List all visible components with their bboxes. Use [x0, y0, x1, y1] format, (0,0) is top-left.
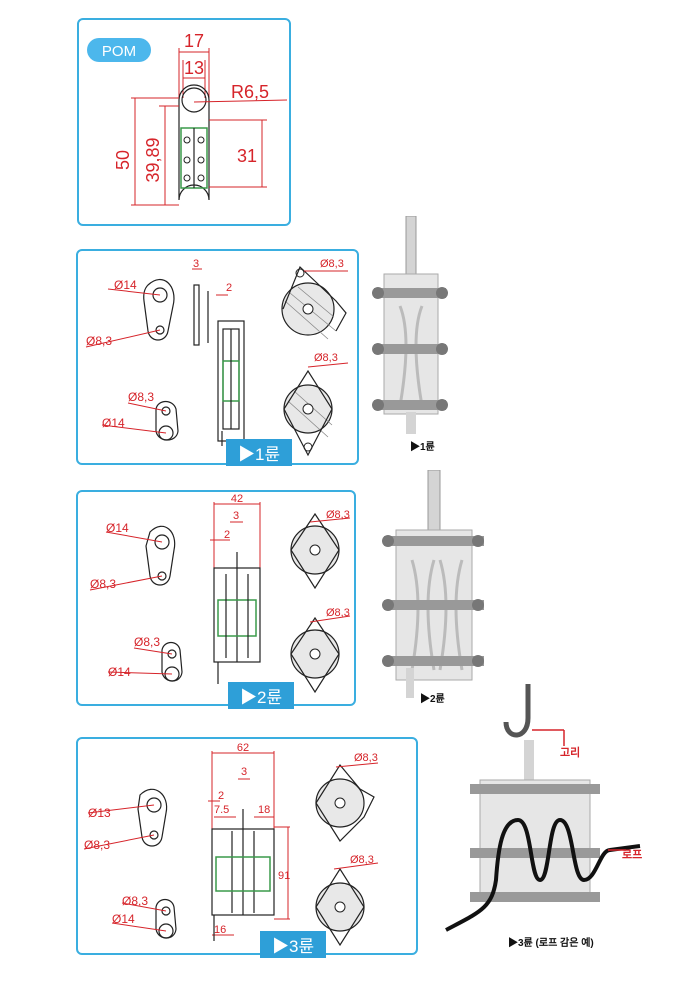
p3-dim-d83d: Ø8,3 [350, 854, 374, 866]
p1-dim-d14a: Ø14 [114, 278, 137, 292]
p3-dim-d13: Ø13 [88, 806, 111, 820]
p2-dim-42: 42 [231, 493, 243, 505]
pom-panel: POM 17 13 R6,5 50 39,89 31 [77, 18, 291, 226]
p2-dim-d83b: Ø8,3 [134, 635, 160, 649]
panel-2-wheel: Ø14 Ø8,3 Ø8,3 Ø14 42 3 2 Ø8,3 Ø8,3 ▶2륜 [76, 490, 356, 709]
p1-dim-d83b: Ø8,3 [128, 390, 154, 404]
rope [445, 817, 641, 932]
dim-17: 17 [184, 31, 204, 51]
p1-dim-d83c: Ø8,3 [320, 258, 344, 270]
rope-label: 로프 [622, 849, 643, 861]
p1-dim-d83a: Ø8,3 [86, 334, 112, 348]
photo-2-caption: ▶2륜 [420, 694, 445, 705]
hook-label: 고리 [560, 747, 581, 759]
pom-badge-bg [87, 38, 151, 62]
p1-dim-3: 3 [193, 258, 199, 270]
side-plate-small [155, 400, 179, 441]
panel-1-wheel: Ø14 Ø8,3 3 2 Ø8,3 Ø14 Ø8,3 Ø8,3 [76, 249, 359, 466]
p1-dim-d14b: Ø14 [102, 416, 125, 430]
p3-dim-2: 2 [218, 790, 224, 802]
p2-dim-2: 2 [224, 529, 230, 541]
p3-dim-d14: Ø14 [112, 912, 135, 926]
p3-dim-d83b: Ø8,3 [122, 894, 148, 908]
panel-3-label: ▶3륜 [260, 931, 327, 958]
p2-dim-d83c: Ø8,3 [326, 509, 350, 521]
panel-1-label: ▶1륜 [226, 439, 293, 466]
p2-dim-3: 3 [233, 510, 239, 522]
dim-31: 31 [237, 146, 257, 166]
panel-2-drawing: Ø14 Ø8,3 Ø8,3 Ø14 42 3 2 Ø8,3 Ø8,3 [89, 493, 351, 694]
panel-1-drawing: Ø14 Ø8,3 3 2 Ø8,3 Ø14 Ø8,3 Ø8,3 [85, 258, 349, 457]
dim-50: 50 [113, 150, 133, 170]
side-plate-large [143, 278, 175, 341]
panel-3-drawing: Ø13 Ø8,3 Ø8,3 Ø14 62 3 2 7.5 18 91 16 [83, 742, 379, 947]
dim-13: 13 [184, 58, 204, 78]
p3-dim-75: 7.5 [214, 804, 229, 816]
photo-3-caption: ▶3륜 (로프 감은 예) [508, 938, 594, 949]
pom-drawing: POM 17 13 R6,5 50 39,89 31 [87, 31, 288, 206]
photo-1-caption: ▶1륜 [410, 442, 435, 453]
p3-dim-d83c: Ø8,3 [354, 752, 378, 764]
pom-badge: POM [102, 43, 136, 60]
panel-3-wheel: Ø13 Ø8,3 Ø8,3 Ø14 62 3 2 7.5 18 91 16 [76, 737, 418, 958]
p3-dim-62: 62 [237, 742, 249, 754]
photo-2-wheel [382, 470, 484, 698]
p2-dim-d14a: Ø14 [106, 521, 129, 535]
p2-dim-d83a: Ø8,3 [90, 577, 116, 591]
p1-dim-d83d: Ø8,3 [314, 352, 338, 364]
p3-dim-d83a: Ø8,3 [84, 838, 110, 852]
pom-wheel-outline [178, 84, 210, 201]
dim-r65: R6,5 [231, 82, 269, 102]
p2-dim-d83d: Ø8,3 [326, 607, 350, 619]
dim-3989: 39,89 [143, 137, 163, 182]
p3-dim-16: 16 [214, 924, 226, 936]
panel-2-label: ▶2륜 [228, 682, 295, 709]
photo-3-wheel [445, 684, 641, 932]
p3-dim-3: 3 [241, 766, 247, 778]
p3-dim-91: 91 [278, 870, 290, 882]
p2-dim-d14b: Ø14 [108, 665, 131, 679]
hook-icon [503, 684, 531, 738]
p1-dim-2: 2 [226, 282, 232, 294]
photo-1-wheel [372, 216, 448, 434]
p3-dim-18: 18 [258, 804, 270, 816]
